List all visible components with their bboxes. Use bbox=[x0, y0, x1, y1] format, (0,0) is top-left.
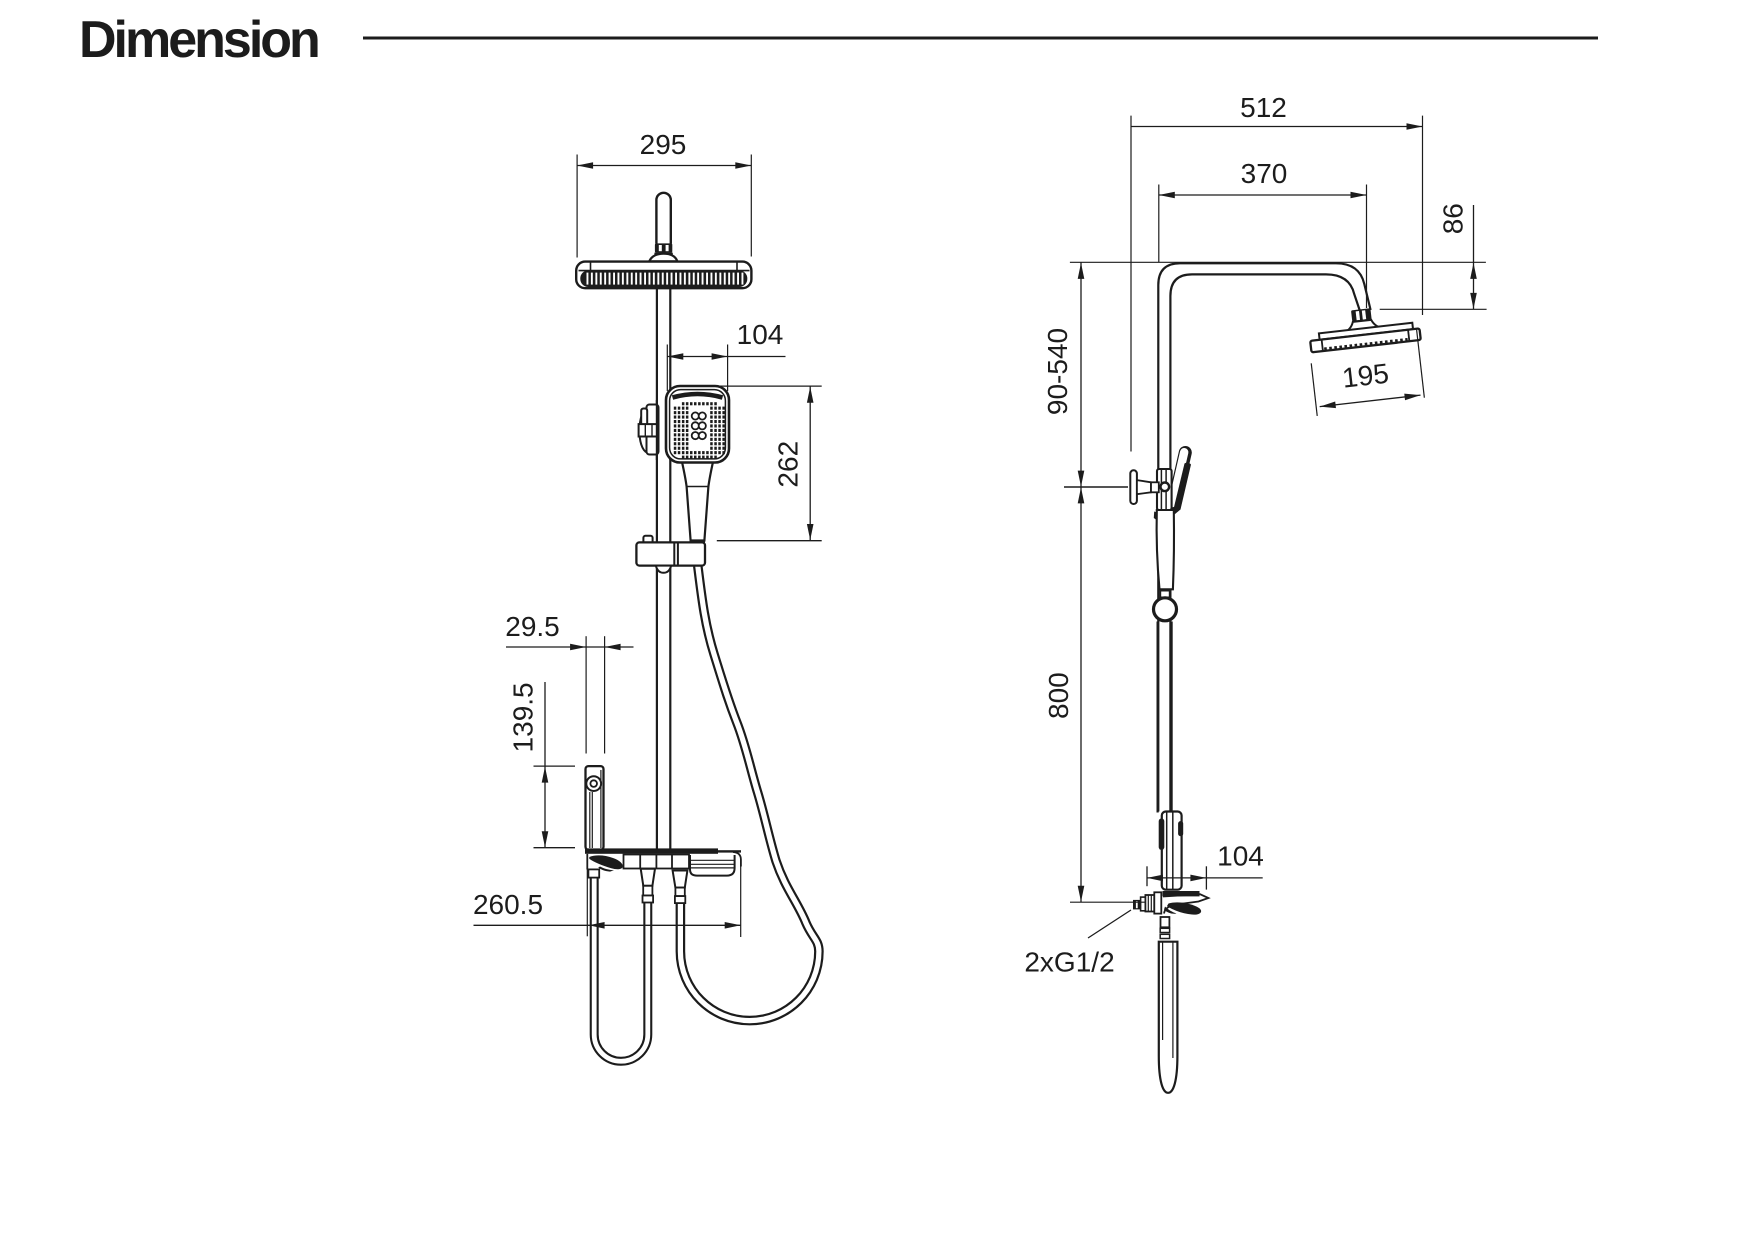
svg-text:104: 104 bbox=[1217, 841, 1264, 872]
svg-text:800: 800 bbox=[1043, 672, 1074, 719]
svg-text:Dimension: Dimension bbox=[79, 11, 318, 69]
svg-text:512: 512 bbox=[1240, 92, 1287, 123]
svg-text:90-540: 90-540 bbox=[1042, 328, 1073, 415]
svg-text:295: 295 bbox=[640, 129, 687, 160]
svg-text:262: 262 bbox=[772, 441, 803, 488]
svg-text:260.5: 260.5 bbox=[473, 889, 543, 920]
svg-text:29.5: 29.5 bbox=[505, 611, 560, 642]
svg-text:2xG1/2: 2xG1/2 bbox=[1024, 947, 1114, 978]
svg-text:139.5: 139.5 bbox=[507, 682, 538, 752]
svg-text:195: 195 bbox=[1341, 358, 1391, 394]
svg-text:104: 104 bbox=[737, 319, 784, 350]
svg-text:370: 370 bbox=[1241, 158, 1288, 189]
svg-text:86: 86 bbox=[1438, 203, 1469, 234]
